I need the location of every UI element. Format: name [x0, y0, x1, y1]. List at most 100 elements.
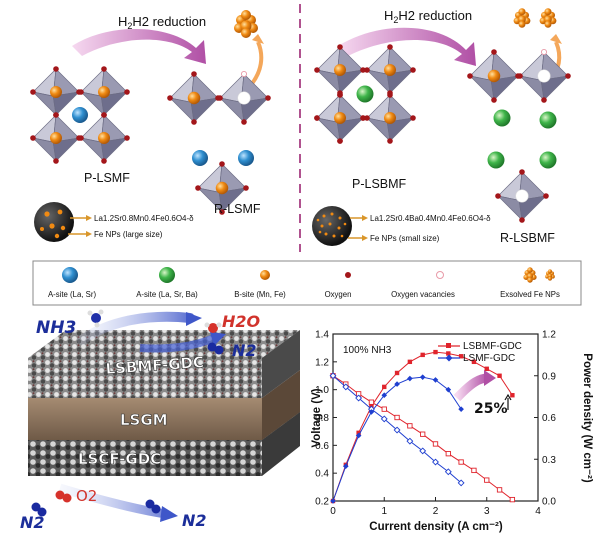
a-site-atom-green-icon	[493, 109, 511, 127]
oxygen-atom-icon	[53, 112, 59, 118]
voltage-point	[471, 467, 477, 474]
oxygen-atom-icon	[467, 73, 473, 79]
octahedron	[517, 48, 571, 103]
voltage-point	[445, 451, 451, 457]
x-tick-label: 1	[381, 506, 387, 517]
power-point	[343, 463, 349, 470]
power-point	[381, 392, 388, 399]
h2-reduction-label-right: H2H2 reduction	[384, 8, 472, 25]
oxygen-atom-icon	[217, 95, 223, 101]
o2-label: O2	[76, 487, 97, 505]
power-point	[497, 373, 502, 378]
b-site-atom-icon	[334, 112, 346, 124]
h2o-label: H2O	[222, 312, 261, 331]
oxygen-atom-icon	[410, 67, 416, 73]
voltage-point	[393, 426, 401, 434]
octahedron	[314, 44, 366, 96]
b-site-atom-icon	[215, 181, 229, 195]
power-point	[382, 384, 387, 390]
power-point	[445, 386, 452, 393]
r-lsmf-label: R-LSMF	[214, 202, 261, 216]
oxygen-atom-icon	[191, 119, 197, 125]
y-right-tick-label: 0.0	[542, 497, 556, 508]
b-site-atom-icon	[384, 64, 396, 76]
particle-inset-left	[34, 202, 92, 242]
n2-label-top: N2	[232, 341, 257, 360]
exsolution-arrow-left	[248, 41, 264, 88]
power-point	[484, 366, 489, 371]
power-point	[433, 349, 438, 355]
y-left-tick-label: 0.6	[315, 441, 329, 452]
voltage-point	[368, 399, 375, 405]
oxygen-atom-icon	[30, 89, 36, 95]
chart-annotation: 100% NH3	[343, 345, 392, 356]
x-tick-label: 2	[433, 506, 439, 517]
a-site-atom-icon	[238, 150, 254, 166]
y-left-tick-label: 1.4	[315, 330, 329, 341]
octahedron	[195, 161, 249, 215]
vacancy-circle-icon	[436, 271, 444, 279]
y-left-tick-label: 1.2	[315, 357, 329, 368]
oxygen-vacancy-icon	[540, 48, 548, 56]
power-point	[419, 374, 426, 380]
legend-label: Oxygen vacancies	[391, 290, 455, 299]
voltage-point	[432, 441, 439, 447]
voltage-point	[406, 437, 414, 445]
y-right-tick-label: 0.3	[542, 455, 556, 466]
power-point	[368, 409, 375, 415]
n2-label-bottom-right: N2	[182, 511, 207, 530]
oxygen-atom-icon	[314, 115, 320, 121]
oxygen-atom-icon	[517, 73, 523, 79]
fe-cluster-small-icons	[513, 8, 557, 28]
y-right-tick-label: 0.6	[542, 413, 556, 424]
octahedron	[467, 49, 521, 103]
power-point	[330, 498, 336, 504]
legend: A-site (La, Sr)A-site (La, Sr, Ba)B-site…	[48, 267, 560, 299]
oxygen-atom-icon	[53, 158, 59, 164]
fuel-cell-illustration	[28, 311, 300, 522]
power-point	[355, 432, 362, 439]
voltage-point	[329, 372, 337, 380]
oxygen-atom-icon	[191, 71, 197, 77]
h2o-molecule-icon	[204, 322, 222, 333]
n2-label-bottom-left: N2	[20, 513, 45, 532]
legend-label: A-site (La, Sr)	[48, 290, 96, 299]
y-right-tick-label: 1.2	[542, 330, 556, 341]
y-axis-right-label: Power density (W cm⁻²)	[581, 353, 593, 483]
power-point	[420, 352, 425, 358]
oxygen-atom-icon	[241, 119, 247, 125]
particle-inset-right	[312, 206, 368, 246]
b-site-atom-icon	[384, 112, 396, 124]
power-point	[394, 381, 400, 387]
octahedron	[30, 66, 82, 118]
power-point	[446, 351, 451, 356]
oxygen-atom-icon	[387, 138, 393, 144]
oxygen-atom-icon	[541, 97, 547, 103]
h2-reduction-label-left: H2H2 reduction	[118, 14, 206, 31]
oxygen-atom-icon	[491, 49, 497, 55]
oxygen-dot-icon	[345, 272, 351, 278]
octahedron	[30, 112, 82, 164]
a-site-atom-green-icon	[356, 85, 374, 103]
oxygen-atom-icon	[101, 112, 107, 118]
octahedron	[364, 44, 416, 96]
legend-lsbmf: LSBMF-GDC	[438, 341, 522, 352]
oxygen-atom-icon	[243, 185, 249, 191]
r-lsbmf-label: R-LSBMF	[500, 231, 555, 245]
b-site-atom-icon	[487, 69, 501, 83]
layer-label-lsgm: LSGM	[120, 411, 168, 429]
oxygen-atom-icon	[195, 185, 201, 191]
octahedron	[217, 70, 271, 125]
a-site-atom-icon	[72, 107, 88, 123]
power-point	[458, 354, 464, 359]
p-lsmf-label: P-LSMF	[84, 171, 130, 185]
vacancy-site-icon	[237, 91, 251, 105]
octahedron	[314, 92, 366, 144]
power-point	[458, 406, 464, 412]
voltage-point	[355, 394, 363, 402]
a-site-atom-green-icon	[487, 151, 505, 169]
legend-label: A-site (La, Sr, Ba)	[136, 290, 198, 299]
h2-reduction-arrow-right	[338, 27, 476, 66]
octahedron	[364, 92, 416, 144]
